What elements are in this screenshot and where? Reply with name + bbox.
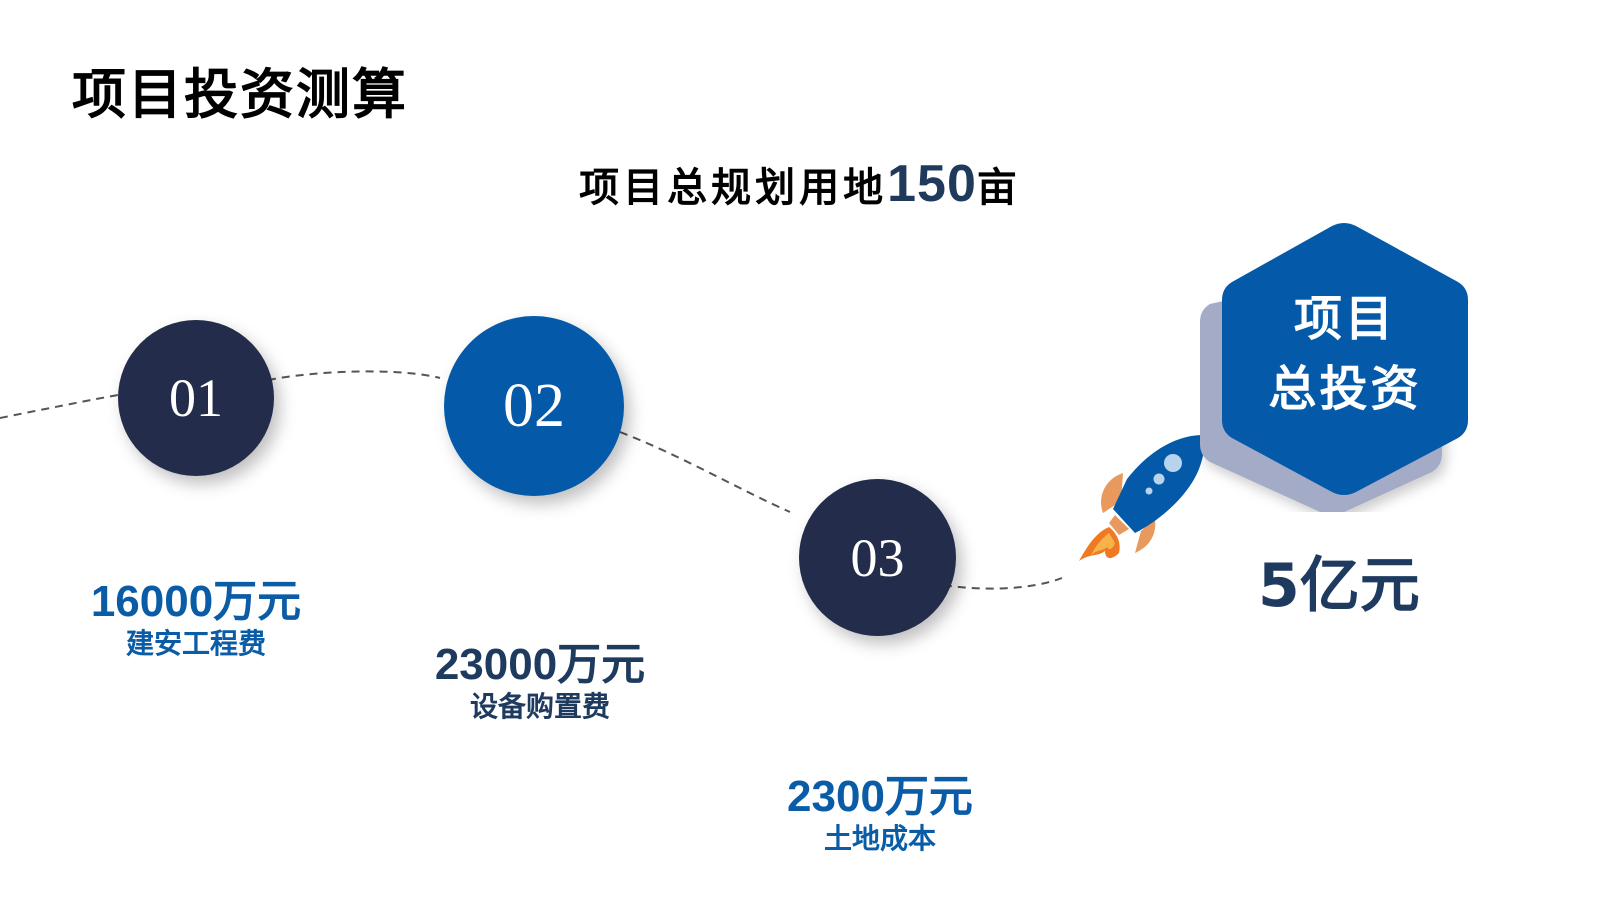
step-03-label: 土地成本	[823, 822, 936, 855]
step-03-circle: 03	[799, 479, 956, 636]
step-03-amount: 2300万元	[787, 772, 973, 821]
step-01-label: 建安工程费	[125, 627, 266, 660]
page-title: 项目投资测算	[72, 63, 408, 126]
step-01-amount: 16000万元	[90, 577, 302, 626]
rocket-icon	[1079, 435, 1205, 561]
step-02-label: 设备购置费	[469, 690, 610, 723]
step-03-value: 2300万元 土地成本	[730, 775, 1030, 853]
step-02-value: 23000万元 设备购置费	[385, 643, 695, 721]
step-01-circle: 01	[118, 320, 274, 476]
step-02-index: 02	[503, 371, 565, 440]
total-label-line2: 总投资	[1268, 360, 1422, 417]
land-area-heading: 项目总规划用地150亩	[0, 158, 1600, 210]
total-investment-label: 项目 总投资	[1222, 285, 1468, 424]
total-investment-hexagon	[1200, 223, 1468, 512]
step-02-circle: 02	[444, 316, 624, 496]
land-area-number: 150	[887, 155, 977, 213]
land-area-unit: 亩	[976, 165, 1021, 211]
total-label-line1: 项目	[1293, 291, 1396, 347]
land-area-prefix: 项目总规划用地	[579, 165, 888, 211]
step-02-amount: 23000万元	[434, 640, 646, 689]
step-01-index: 01	[169, 368, 223, 428]
total-investment-amount: 5亿元	[1258, 551, 1420, 621]
step-03-index: 03	[850, 527, 905, 588]
step-01-value: 16000万元 建安工程费	[46, 580, 346, 658]
